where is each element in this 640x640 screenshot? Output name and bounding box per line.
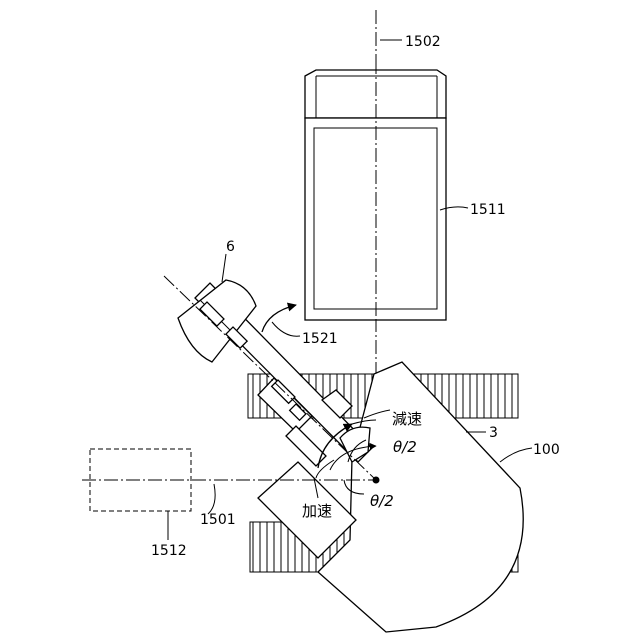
label-1512: 1512 <box>151 543 187 559</box>
label-1501: 1501 <box>200 512 236 528</box>
label-3: 3 <box>489 425 498 441</box>
label-6: 6 <box>226 239 235 255</box>
arrow-1521 <box>262 305 296 332</box>
label-decel: 減速 <box>392 410 422 428</box>
label-theta-lower: θ/2 <box>370 492 394 510</box>
label-1502: 1502 <box>405 34 441 50</box>
label-1511: 1511 <box>470 202 506 218</box>
label-100: 100 <box>533 442 560 458</box>
label-theta-upper: θ/2 <box>393 438 417 456</box>
label-1521: 1521 <box>302 331 338 347</box>
pivot-point <box>373 477 380 484</box>
label-accel: 加速 <box>302 502 332 520</box>
